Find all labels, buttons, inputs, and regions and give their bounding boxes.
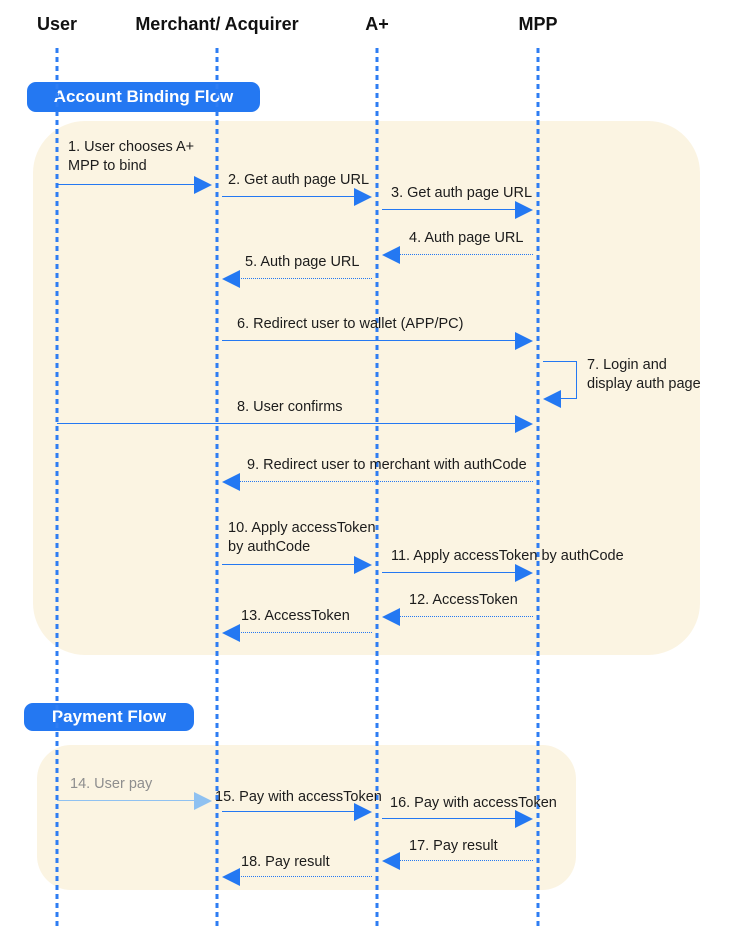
message-13-arrowhead-icon bbox=[222, 624, 240, 642]
message-2-label: 2. Get auth page URL bbox=[228, 172, 370, 188]
message-12-label: 12. AccessToken bbox=[409, 592, 518, 608]
message-12-line bbox=[397, 616, 533, 617]
message-9-label: 9. Redirect user to merchant with authCo… bbox=[247, 457, 527, 473]
badge-payment-flow: Payment Flow bbox=[24, 703, 194, 731]
message-7-label: 7. Login and display auth page bbox=[587, 357, 701, 392]
message-11-line bbox=[382, 572, 518, 573]
message-15-arrowhead-icon bbox=[354, 803, 372, 821]
actor-mpp: MPP bbox=[518, 14, 558, 34]
message-6-arrowhead-icon bbox=[515, 332, 533, 350]
message-3-label: 3. Get auth page URL bbox=[391, 185, 533, 201]
message-18-label: 18. Pay result bbox=[241, 854, 330, 870]
message-10-arrowhead-icon bbox=[354, 556, 372, 574]
actor-aplus: A+ bbox=[365, 14, 389, 34]
message-2-line bbox=[222, 196, 357, 197]
message-3-line bbox=[382, 209, 518, 210]
message-7-arrowhead-icon bbox=[543, 390, 561, 408]
message-10-label: 10. Apply accessToken by authCode bbox=[228, 520, 376, 555]
message-12-arrowhead-icon bbox=[382, 608, 400, 626]
message-15-label: 15. Pay with accessToken bbox=[215, 789, 382, 805]
message-14-label: 14. User pay bbox=[70, 776, 153, 792]
message-16-line bbox=[382, 818, 518, 819]
message-3-arrowhead-icon bbox=[515, 201, 533, 219]
message-9-line bbox=[237, 481, 533, 482]
message-16-arrowhead-icon bbox=[515, 810, 533, 828]
message-14-arrowhead-icon bbox=[194, 792, 212, 810]
message-8-line bbox=[57, 423, 518, 424]
message-17-line bbox=[397, 860, 533, 861]
message-1-label: 1. User chooses A+ MPP to bind bbox=[68, 139, 195, 174]
message-11-label: 11. Apply accessToken by authCode bbox=[391, 548, 624, 564]
message-8-label: 8. User confirms bbox=[237, 399, 343, 415]
actor-user: User bbox=[36, 14, 78, 34]
message-9-arrowhead-icon bbox=[222, 473, 240, 491]
message-4-line bbox=[397, 254, 533, 255]
message-10-line bbox=[222, 564, 357, 565]
lifeline-aplus bbox=[375, 48, 379, 926]
message-1-line bbox=[57, 184, 197, 185]
message-13-label: 13. AccessToken bbox=[241, 608, 350, 624]
lifeline-merchant-acquirer bbox=[215, 48, 219, 926]
message-14-line bbox=[57, 800, 197, 801]
message-2-arrowhead-icon bbox=[354, 188, 372, 206]
lifeline-mpp bbox=[536, 48, 540, 926]
message-5-arrowhead-icon bbox=[222, 270, 240, 288]
message-18-arrowhead-icon bbox=[222, 868, 240, 886]
panel-payment-flow bbox=[37, 745, 576, 890]
message-18-line bbox=[237, 876, 372, 877]
message-17-arrowhead-icon bbox=[382, 852, 400, 870]
message-6-label: 6. Redirect user to wallet (APP/PC) bbox=[237, 316, 464, 332]
lifeline-user bbox=[55, 48, 59, 926]
message-8-arrowhead-icon bbox=[515, 415, 533, 433]
actor-merchant-acquirer: Merchant/ Acquirer bbox=[135, 14, 299, 34]
message-5-line bbox=[237, 278, 372, 279]
message-16-label: 16. Pay with accessToken bbox=[390, 795, 557, 811]
message-4-label: 4. Auth page URL bbox=[409, 230, 524, 246]
message-6-line bbox=[222, 340, 518, 341]
message-7-line-side bbox=[575, 361, 577, 399]
message-17-label: 17. Pay result bbox=[409, 838, 498, 854]
message-7-line-bottom bbox=[558, 398, 577, 399]
badge-account-binding-flow: Account Binding Flow bbox=[27, 82, 260, 112]
message-15-line bbox=[222, 811, 357, 812]
message-1-arrowhead-icon bbox=[194, 176, 212, 194]
message-5-label: 5. Auth page URL bbox=[245, 254, 360, 270]
message-7-line-top bbox=[543, 361, 577, 362]
message-11-arrowhead-icon bbox=[515, 564, 533, 582]
message-13-line bbox=[237, 632, 372, 633]
message-4-arrowhead-icon bbox=[382, 246, 400, 264]
